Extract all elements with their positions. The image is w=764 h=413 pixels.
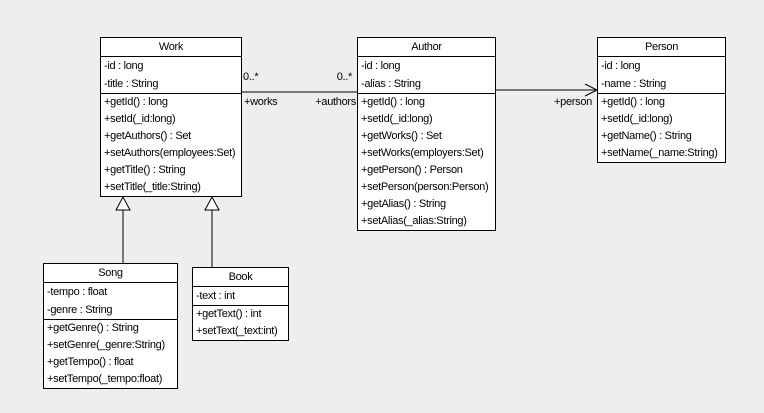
generalization-triangle-song[interactable] (115, 195, 131, 211)
class-book-title: Book (193, 268, 288, 287)
attribute: -tempo : float (47, 286, 107, 298)
class-song-attributes: -tempo : float -genre : String (44, 283, 177, 320)
class-work[interactable]: Work -id : long -title : String +getId()… (100, 37, 242, 197)
class-person-attributes: -id : long -name : String (598, 57, 725, 94)
generalization-triangle-book[interactable] (204, 195, 220, 211)
method: +setAuthors(employees:Set) (104, 147, 236, 159)
multiplicity-work-end: 0..* (243, 71, 259, 83)
class-song-title: Song (44, 264, 177, 283)
attribute: -id : long (361, 60, 401, 72)
class-work-attributes: -id : long -title : String (101, 57, 241, 94)
class-book-attributes: -text : int (193, 287, 288, 306)
method: +getAlias() : String (361, 198, 446, 210)
method: +setId(_id:long) (104, 113, 176, 125)
method: +getId() : long (601, 96, 665, 108)
method: +getId() : long (361, 96, 425, 108)
attribute: -id : long (601, 60, 641, 72)
method: +getPerson() : Person (361, 164, 463, 176)
method: +getTempo() : float (47, 356, 134, 368)
method: +setText(_text:int) (196, 325, 278, 337)
open-arrowhead-person[interactable] (584, 83, 599, 97)
method: +getTitle() : String (104, 164, 186, 176)
role-label-authors: +authors (315, 96, 356, 108)
method: +getGenre() : String (47, 322, 139, 334)
method: +setTitle(_title:String) (104, 181, 201, 193)
attribute: -id : long (104, 60, 144, 72)
method: +getWorks() : Set (361, 130, 442, 142)
class-person[interactable]: Person -id : long -name : String +getId(… (597, 37, 726, 163)
class-person-methods: +getId() : long +setId(_id:long) +getNam… (598, 94, 725, 162)
attribute: -name : String (601, 78, 666, 90)
class-author-title: Author (358, 38, 495, 57)
method: +getId() : long (104, 96, 168, 108)
class-author-attributes: -id : long -alias : String (358, 57, 495, 94)
method: +setName(_name:String) (601, 147, 718, 159)
method: +setPerson(person:Person) (361, 181, 489, 193)
method: +setTempo(_tempo:float) (47, 373, 163, 385)
class-work-title: Work (101, 38, 241, 57)
class-work-methods: +getId() : long +setId(_id:long) +getAut… (101, 94, 241, 196)
attribute: -genre : String (47, 304, 113, 316)
attribute: -title : String (104, 78, 159, 90)
method: +getAuthors() : Set (104, 130, 191, 142)
attribute: -text : int (196, 290, 235, 302)
method: +setGenre(_genre:String) (47, 339, 165, 351)
class-book[interactable]: Book -text : int +getText() : int +setTe… (192, 267, 289, 341)
method: +getName() : String (601, 130, 692, 142)
attribute: -alias : String (361, 78, 421, 90)
role-label-works: +works (244, 96, 278, 108)
method: +setId(_id:long) (361, 113, 433, 125)
class-person-title: Person (598, 38, 725, 57)
method: +getText() : int (196, 308, 262, 320)
method: +setAlias(_alias:String) (361, 215, 467, 227)
method: +setId(_id:long) (601, 113, 673, 125)
role-label-person: +person (554, 96, 592, 108)
class-author-methods: +getId() : long +setId(_id:long) +getWor… (358, 94, 495, 230)
method: +setWorks(employers:Set) (361, 147, 484, 159)
class-author[interactable]: Author -id : long -alias : String +getId… (357, 37, 496, 231)
class-song[interactable]: Song -tempo : float -genre : String +get… (43, 263, 178, 389)
multiplicity-author-end: 0..* (336, 71, 353, 83)
class-book-methods: +getText() : int +setText(_text:int) (193, 306, 288, 340)
class-song-methods: +getGenre() : String +setGenre(_genre:St… (44, 320, 177, 388)
